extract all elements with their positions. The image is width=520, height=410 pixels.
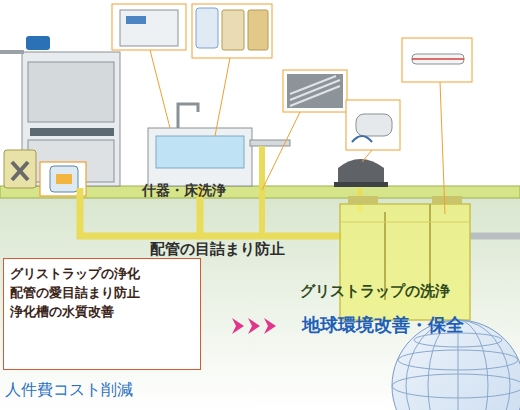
globe-parallel: [398, 350, 518, 370]
benefit-text: 配管の愛目詰まり防止: [10, 284, 194, 303]
drain-pipe: [259, 146, 265, 236]
trap-lid: [432, 196, 462, 204]
chevron: [248, 318, 260, 334]
table-top: [0, 50, 24, 54]
dishwasher-panel: [30, 128, 114, 136]
air-hose: [352, 136, 372, 142]
trap-tank: [340, 204, 470, 320]
piping: [80, 146, 520, 236]
dishwasher-door: [28, 62, 114, 122]
annotation-label: 人件費コスト削減: [5, 380, 133, 399]
product-container: [50, 166, 78, 192]
leader-line: [440, 82, 445, 214]
benefit-text: 浄化槽の水質改善: [10, 303, 194, 322]
callout-frame: [192, 4, 272, 58]
faucet: [178, 104, 198, 128]
strainer-grid: [290, 76, 340, 106]
air-pump: [356, 114, 392, 136]
product-bottle: [196, 8, 218, 48]
cross-mark: [12, 162, 28, 180]
device-panel: [126, 16, 146, 24]
sink-water: [156, 136, 244, 168]
outlet-pipe: [470, 233, 520, 240]
pump-base: [334, 182, 388, 187]
product-label: [56, 174, 72, 184]
sink-body: [148, 128, 252, 186]
water-line: [340, 222, 470, 223]
annotation-label: 什器・床洗浄: [142, 182, 226, 199]
strainer-photo: [287, 74, 343, 108]
callout-frame: [346, 100, 400, 150]
grease-trap: [340, 196, 470, 320]
product-pack: [222, 10, 244, 50]
globe-parallel: [392, 374, 520, 398]
leader-line: [262, 112, 300, 190]
callout-frame: [402, 38, 472, 82]
generator-device: [120, 10, 178, 46]
globe-parallel: [414, 333, 502, 347]
product-pack: [248, 10, 268, 50]
chevron: [264, 318, 276, 334]
lamp-band: [412, 58, 464, 60]
leader-line: [150, 50, 170, 128]
leader-line: [215, 58, 230, 136]
detergent-jug: [4, 150, 36, 188]
pump-body: [338, 159, 384, 186]
product-callouts: [112, 4, 472, 214]
benefit-text: グリストラップの浄化: [10, 265, 194, 284]
annotation-label: グリストラップの洗浄: [300, 282, 450, 300]
annotation-label: 配管の目詰まり防止: [150, 240, 285, 258]
benefit-box: グリストラップの浄化配管の愛目詰まり防止浄化槽の水質改善: [3, 258, 201, 370]
leader-line: [362, 150, 372, 162]
chevron: [232, 318, 244, 334]
jug-body: [4, 150, 36, 188]
pump-unit: [334, 159, 388, 187]
trap-lid: [348, 196, 378, 204]
uv-lamp: [412, 54, 464, 64]
logo-icon: [26, 36, 50, 50]
annotation-label: 地球環境改善・保全: [302, 314, 464, 336]
chevron-arrows: [232, 318, 276, 334]
callout-frame: [112, 4, 186, 50]
callout-frame: [283, 70, 347, 112]
